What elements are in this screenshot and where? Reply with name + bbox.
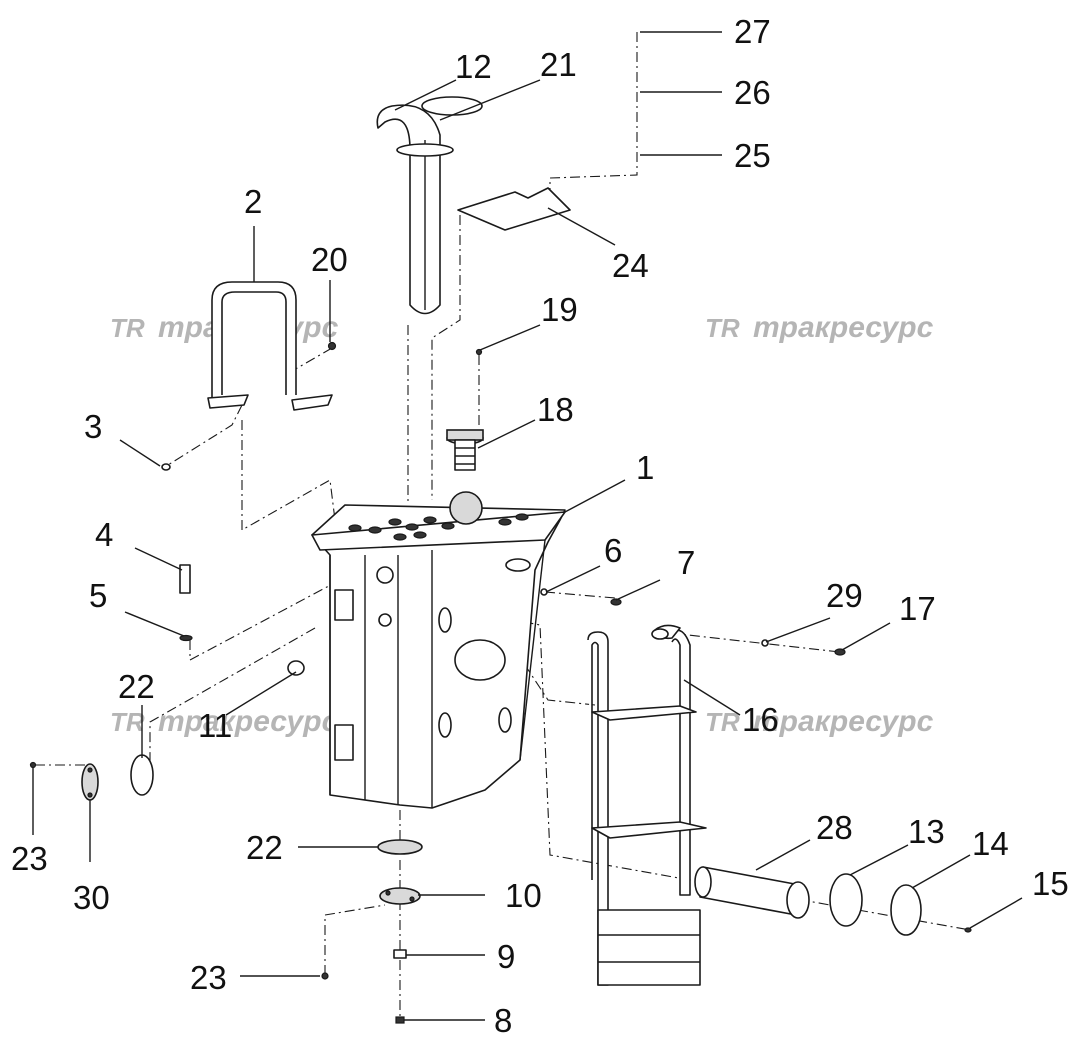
callout-25: 25 bbox=[734, 137, 771, 174]
part-screw-15 bbox=[964, 927, 972, 933]
part-plug-9 bbox=[393, 949, 407, 959]
watermark-text: тракресурс bbox=[753, 311, 934, 344]
callout-21: 21 bbox=[540, 46, 577, 83]
callout-27: 27 bbox=[734, 13, 771, 50]
callout-labels: 27 26 25 24 12 21 2 20 19 3 18 1 4 6 7 5… bbox=[11, 13, 1069, 1039]
watermark-text: тракресурс bbox=[753, 705, 934, 738]
callout-17: 17 bbox=[899, 590, 936, 627]
callout-28: 28 bbox=[816, 809, 853, 846]
callout-6: 6 bbox=[604, 532, 622, 569]
part-nut-20 bbox=[327, 341, 337, 351]
part-cap-disc bbox=[421, 96, 483, 116]
callout-9: 9 bbox=[497, 938, 515, 975]
part-plug-11 bbox=[287, 660, 305, 676]
callout-8: 8 bbox=[494, 1002, 512, 1039]
callout-23-bottom: 23 bbox=[190, 959, 227, 996]
callout-23-side: 23 bbox=[11, 840, 48, 877]
callout-3: 3 bbox=[84, 408, 102, 445]
part-cover-plate bbox=[457, 187, 571, 231]
part-pin-19 bbox=[475, 348, 483, 356]
part-flange-30 bbox=[81, 763, 99, 801]
part-gasket-22-bottom bbox=[377, 839, 423, 855]
part-washer-5 bbox=[179, 634, 193, 642]
leader-lines bbox=[32, 31, 1023, 1021]
callout-19: 19 bbox=[541, 291, 578, 328]
part-ladder bbox=[587, 624, 707, 986]
callout-16: 16 bbox=[742, 701, 779, 738]
part-filler-tube bbox=[376, 104, 454, 315]
part-handrail bbox=[207, 281, 333, 411]
part-flange-10 bbox=[379, 887, 421, 905]
watermark-mid-left: TR тракресурс bbox=[110, 705, 339, 738]
callout-12: 12 bbox=[455, 48, 492, 85]
callout-24: 24 bbox=[612, 247, 649, 284]
callout-22-bottom: 22 bbox=[246, 829, 283, 866]
callout-4: 4 bbox=[95, 516, 113, 553]
callout-7: 7 bbox=[677, 544, 695, 581]
part-pin-4 bbox=[179, 564, 191, 594]
watermark-mid-right: TR тракресурс bbox=[705, 705, 934, 738]
tank-top-holes bbox=[348, 513, 529, 541]
part-gasket-22-side bbox=[130, 754, 154, 796]
callout-29: 29 bbox=[826, 577, 863, 614]
part-bolt-7 bbox=[610, 598, 622, 606]
callout-1: 1 bbox=[636, 449, 654, 486]
callout-30: 30 bbox=[73, 879, 110, 916]
callout-13: 13 bbox=[908, 813, 945, 850]
callout-18: 18 bbox=[537, 391, 574, 428]
callout-15: 15 bbox=[1032, 865, 1069, 902]
part-strainer bbox=[446, 429, 484, 471]
watermark-logo: TR bbox=[705, 313, 740, 343]
part-tank-body bbox=[311, 491, 566, 809]
part-cover-14 bbox=[890, 884, 922, 936]
callout-10: 10 bbox=[505, 877, 542, 914]
part-ring-13 bbox=[829, 873, 863, 927]
part-pipe-28 bbox=[694, 866, 810, 919]
callout-2: 2 bbox=[244, 183, 262, 220]
callout-20: 20 bbox=[311, 241, 348, 278]
part-screw-23-bottom bbox=[321, 972, 329, 980]
callout-5: 5 bbox=[89, 577, 107, 614]
callout-14: 14 bbox=[972, 825, 1009, 862]
callout-11: 11 bbox=[198, 707, 232, 744]
part-screw-23-side bbox=[29, 761, 37, 769]
callout-26: 26 bbox=[734, 74, 771, 111]
watermark-text: тракресурс bbox=[158, 705, 339, 738]
callout-22-side: 22 bbox=[118, 668, 155, 705]
part-bolt-3 bbox=[161, 463, 171, 471]
watermark-logo: TR bbox=[110, 313, 145, 343]
watermark-logo: TR bbox=[110, 707, 145, 737]
watermark-top-right: TR тракресурс bbox=[705, 311, 934, 344]
part-nut-8 bbox=[395, 1016, 405, 1024]
